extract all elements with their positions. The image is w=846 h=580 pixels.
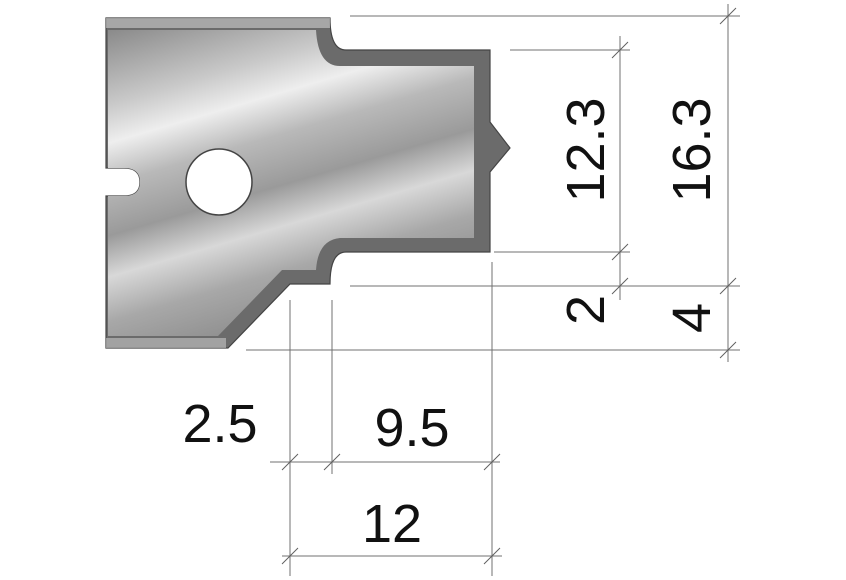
tick-mark xyxy=(719,341,737,359)
mounting-hole xyxy=(185,148,253,216)
tick-mark xyxy=(483,453,501,471)
tick-mark xyxy=(281,547,299,565)
label-total-height: 16.3 xyxy=(662,97,722,202)
label-offset-large: 4 xyxy=(662,303,722,333)
label-step-width: 9.5 xyxy=(374,398,449,458)
tick-mark xyxy=(719,277,737,295)
tick-mark xyxy=(323,453,341,471)
blade-top-edge xyxy=(106,18,330,28)
label-bevel-width: 2.5 xyxy=(182,394,257,454)
blade-bottom-edge xyxy=(106,338,226,348)
label-total-width: 12 xyxy=(362,494,422,554)
label-offset-small: 2 xyxy=(556,295,616,325)
tick-mark xyxy=(719,7,737,25)
tick-mark xyxy=(611,41,629,59)
tick-mark xyxy=(611,277,629,295)
tick-mark xyxy=(281,453,299,471)
label-notch-height: 12.3 xyxy=(556,97,616,202)
tick-mark xyxy=(611,243,629,261)
tick-mark xyxy=(483,547,501,565)
blade-face xyxy=(108,30,474,336)
